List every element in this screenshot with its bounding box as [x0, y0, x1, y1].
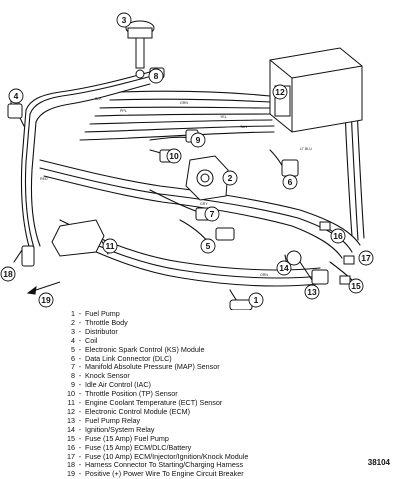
- svg-text:ORN: ORN: [260, 273, 268, 277]
- callout-9: 9: [196, 135, 201, 145]
- callout-17-circle: [358, 250, 374, 266]
- harness-trunk-left: [20, 71, 151, 251]
- esc-module-part: [215, 227, 235, 241]
- callout-16: 16: [333, 231, 343, 241]
- throttle-body-part: [185, 155, 229, 201]
- figure-number: 38104: [367, 458, 390, 467]
- callout-19: 19: [41, 295, 51, 305]
- svg-text:GRN: GRN: [180, 101, 188, 105]
- ect-part: [51, 219, 105, 257]
- legend-item: 15-Fuse (15 Amp) Fuel Pump: [67, 433, 169, 443]
- callout-8-circle: [148, 68, 164, 84]
- callout-17: 17: [361, 253, 371, 263]
- legend-item: 10-Throttle Position (TP) Sensor: [67, 389, 178, 399]
- legend-item: 7-Manifold Absolute Pressure (MAP) Senso…: [71, 362, 220, 372]
- callout-10: 10: [169, 151, 179, 161]
- harness-trunk-left-3: [30, 83, 151, 247]
- fuel-pump-part: [229, 299, 253, 310]
- legend-item: 12-Electronic Control Module (ECM): [67, 406, 191, 416]
- legend-item: 17-Fuse (10 Amp) ECM/Injector/Ignition/K…: [67, 451, 249, 461]
- component-legend: 1-Fuel Pump 2-Throttle Body 3-Distributo…: [62, 309, 392, 479]
- callout-12: 12: [275, 87, 285, 97]
- callout-14-circle: [276, 260, 292, 276]
- callout-13-circle: [304, 284, 320, 300]
- harness-right-2: [355, 79, 365, 239]
- callout-16-circle: [330, 228, 346, 244]
- harness-to-ecm-4: [94, 113, 273, 117]
- harness-to-ecm-6: [84, 125, 275, 133]
- harness-to-ecm-2: [109, 98, 271, 103]
- harness-to-ecm-7: [79, 131, 275, 141]
- svg-text:YEL: YEL: [220, 115, 227, 119]
- callout-2-circle: [222, 170, 238, 186]
- callout-6: 6: [288, 177, 293, 187]
- callout-1: 1: [254, 295, 259, 305]
- callout-14: 14: [279, 263, 289, 273]
- svg-text:PPL: PPL: [120, 109, 127, 113]
- harness-connector-part: [21, 245, 35, 267]
- legend-item: 1-Fuel Pump: [71, 309, 120, 318]
- legend-item: 19-Positive (+) Power Wire To Engine Cir…: [67, 469, 244, 479]
- callout-15-circle: [348, 278, 364, 294]
- legend-item: 4-Coil: [71, 335, 98, 345]
- callout-6-circle: [282, 174, 298, 190]
- callout-4-circle: [8, 88, 24, 104]
- callout-18: 18: [3, 269, 13, 279]
- legend-item: 13-Fuel Pump Relay: [67, 415, 141, 425]
- callout-7-circle: [204, 206, 220, 222]
- callout-1-circle: [248, 292, 264, 308]
- legend-item: 9-Idle Air Control (IAC): [71, 380, 151, 390]
- svg-text:RED: RED: [40, 177, 48, 181]
- callout-3-circle: [116, 12, 132, 28]
- callout-9-circle: [190, 132, 206, 148]
- harness-to-ecm-3: [99, 106, 271, 109]
- legend-item: 3-Distributor: [71, 326, 118, 336]
- callout-12-circle: [272, 84, 288, 100]
- lead-18: [13, 249, 23, 263]
- legend-item: 18-Harness Connector To Starting/Chargin…: [67, 460, 244, 470]
- branch-relay13: [299, 261, 313, 281]
- relay-13-part: [311, 269, 329, 285]
- legend-item: 2-Throttle Body: [71, 317, 128, 327]
- fuse-16-part: [319, 221, 331, 231]
- harness-to-ecm-1: [119, 90, 271, 97]
- svg-text:BLK: BLK: [95, 97, 102, 101]
- callout-5: 5: [206, 241, 211, 251]
- legend-item: 16-Fuse (15 Amp) ECM/DLC/Battery: [67, 442, 192, 452]
- legend-item: 5-Electronic Spark Control (KS) Module: [71, 344, 205, 354]
- harness-bottom-3: [61, 235, 319, 287]
- fuse-17-part: [343, 255, 355, 265]
- wiring-diagram: BLK PPL GRN YEL TAN RED BLU ORN LT BLU G…: [0, 12, 374, 310]
- callout-18-circle: [0, 266, 16, 282]
- legend-item: 14-Ignition/System Relay: [67, 424, 155, 434]
- harness-right-3: [343, 83, 353, 237]
- callout-3: 3: [122, 15, 127, 25]
- distributor-part: [125, 20, 155, 79]
- harness-to-ecm-5: [89, 119, 273, 125]
- callout-2: 2: [228, 173, 233, 183]
- legend-item: 8-Knock Sensor: [71, 371, 130, 381]
- legend-item: 11-Engine Coolant Temperature (ECT) Sens…: [67, 398, 223, 408]
- fuse-15-part: [339, 275, 351, 285]
- callout-11-circle: [102, 238, 118, 254]
- callout-15: 15: [351, 281, 361, 291]
- callout-8: 8: [154, 71, 159, 81]
- harness-trunk-left-2: [24, 75, 153, 249]
- svg-text:LT BLU: LT BLU: [300, 147, 312, 151]
- positive-wire-arrow: [26, 281, 61, 295]
- legend-item: 6-Data Link Connector (DLC): [71, 353, 172, 363]
- svg-text:GRY: GRY: [200, 202, 208, 206]
- callout-4: 4: [14, 91, 19, 101]
- harness-right-1: [349, 79, 359, 241]
- callout-10-circle: [166, 148, 182, 164]
- svg-text:TAN: TAN: [240, 125, 247, 129]
- callout-5-circle: [200, 238, 216, 254]
- callout-13: 13: [307, 287, 317, 297]
- dlc-part: [281, 159, 299, 177]
- callout-7: 7: [210, 209, 215, 219]
- callout-19-circle: [38, 292, 54, 308]
- callout-11: 11: [106, 241, 115, 251]
- relay-14-part: [286, 250, 302, 266]
